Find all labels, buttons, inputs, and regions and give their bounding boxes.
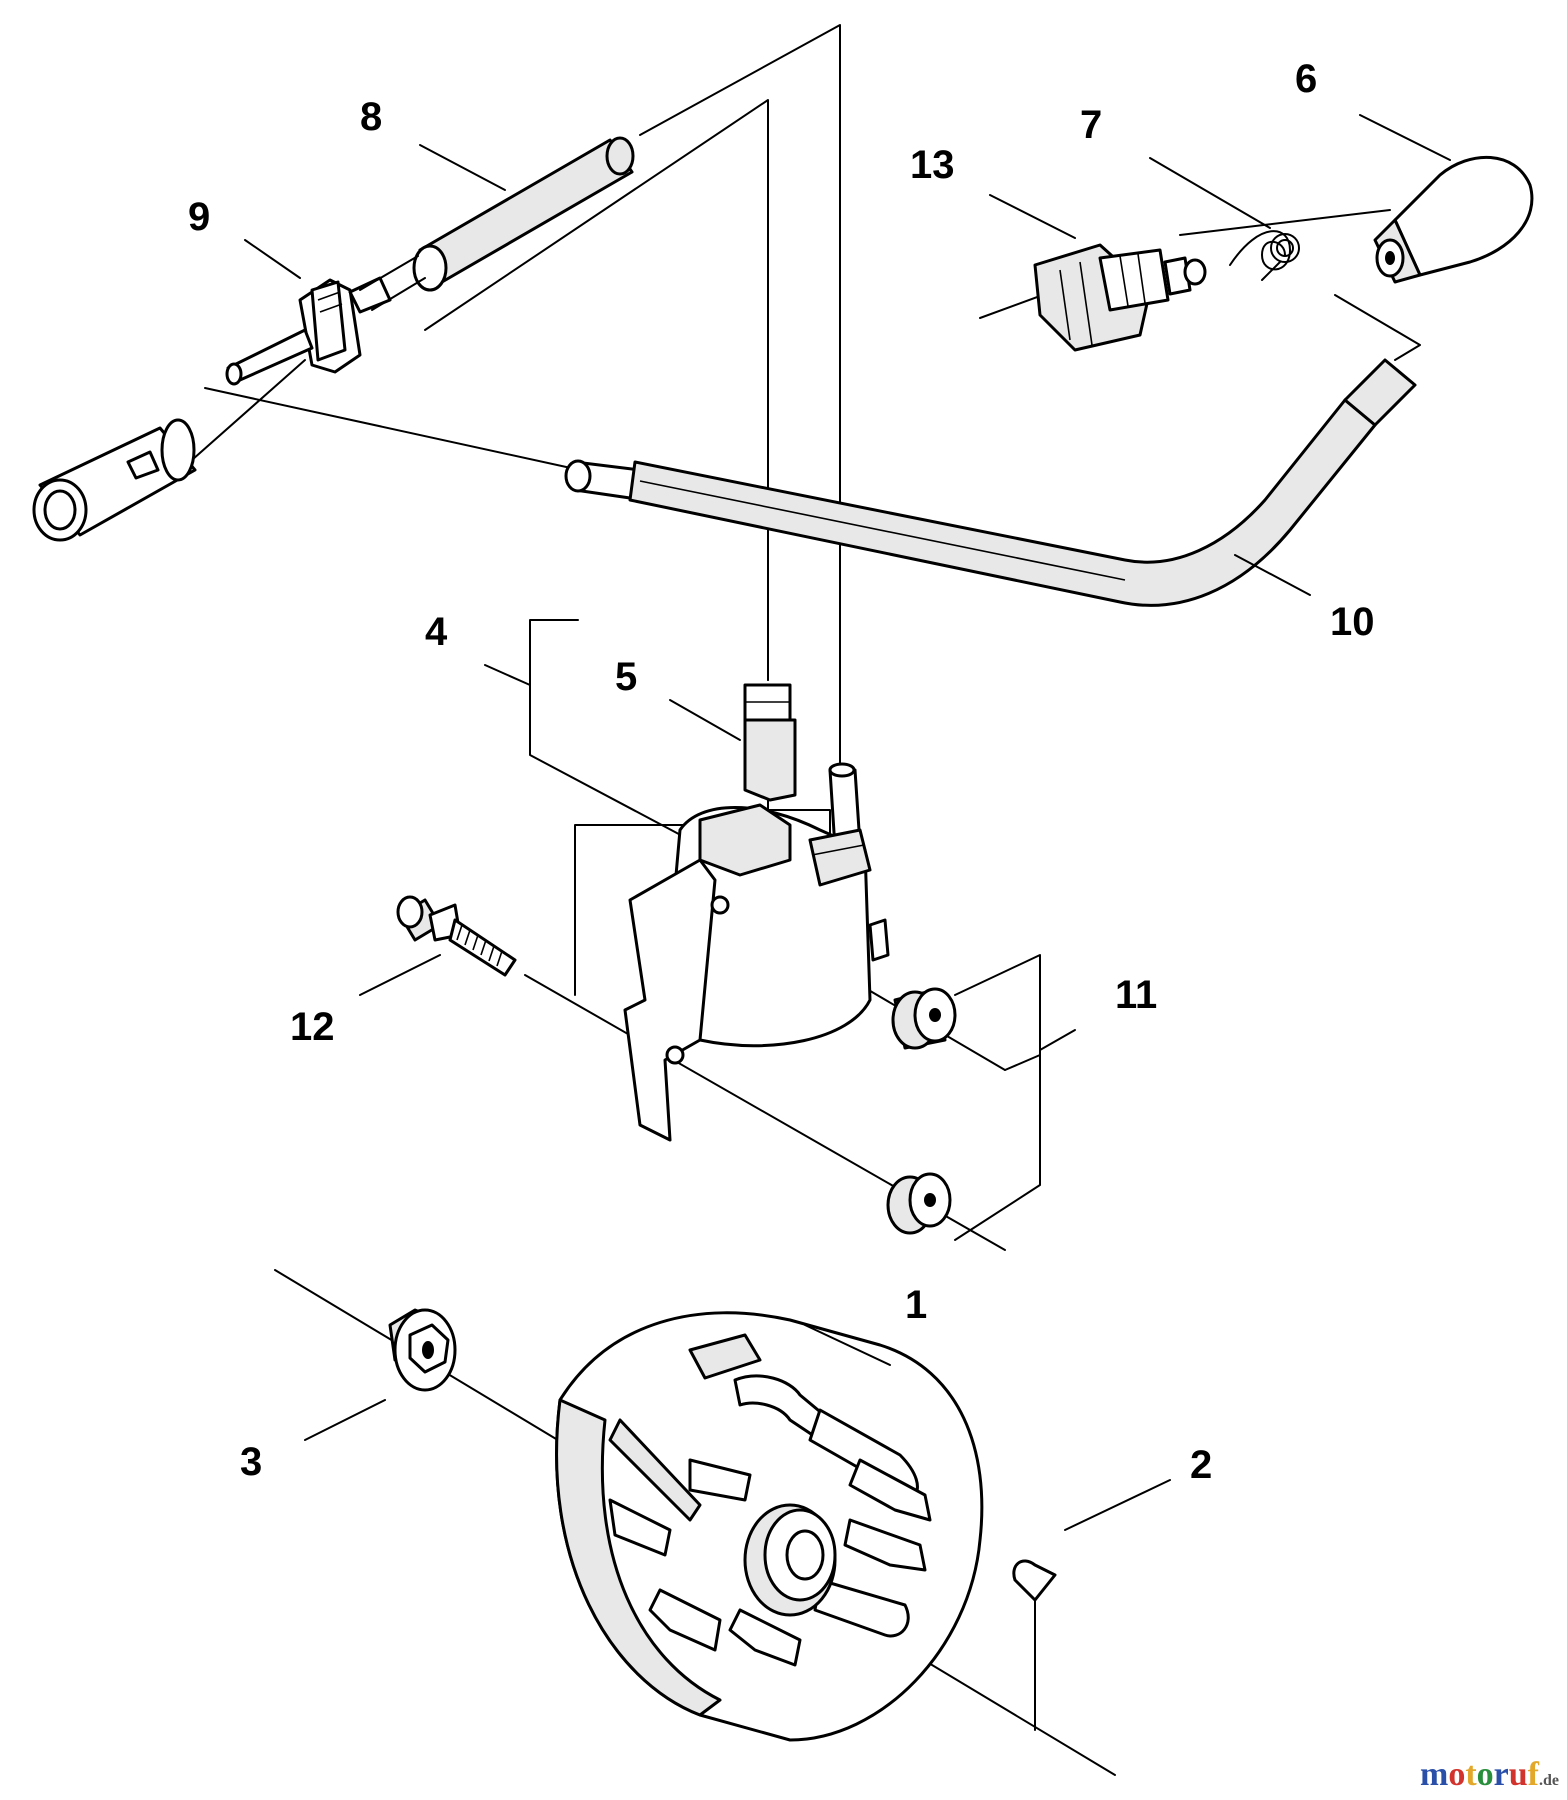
watermark-letter: u: [1508, 1756, 1528, 1793]
part-4-ignition-coil: [623, 762, 890, 1142]
callout-6: 6: [1295, 57, 1317, 101]
callouts: 1 2 3 4 5 6 7 8 9 10 11 12 13: [188, 57, 1375, 1487]
callout-11: 11: [1115, 973, 1157, 1017]
part-11-spacer-upper: [891, 987, 957, 1050]
callout-10: 10: [1330, 600, 1375, 644]
plug-cap-connector: [32, 359, 306, 542]
part-6-plug-cap: [1373, 155, 1534, 284]
callout-13: 13: [910, 143, 955, 187]
part-7-spring: [1229, 230, 1300, 281]
callout-3: 3: [240, 1440, 262, 1484]
part-12-bolt: [396, 895, 517, 977]
callout-4: 4: [425, 610, 448, 654]
watermark-letter: o: [1476, 1756, 1494, 1793]
callout-1: 1: [905, 1283, 927, 1327]
watermark-letter: m: [1420, 1756, 1449, 1793]
watermark-letter: r: [1493, 1756, 1509, 1793]
watermark-logo: motoruf.de: [1420, 1756, 1559, 1794]
part-1-flywheel: [555, 1311, 984, 1742]
part-2-key: [1012, 1559, 1057, 1602]
callout-9: 9: [188, 195, 210, 239]
callout-5: 5: [615, 655, 637, 699]
watermark-letter: t: [1465, 1756, 1477, 1793]
part-13-spark-plug: [1033, 243, 1207, 352]
leader-lines: [244, 114, 1451, 1531]
watermark-suffix: .de: [1539, 1772, 1559, 1789]
part-9-grommet: [225, 276, 392, 386]
part-3-nut: [388, 1308, 457, 1392]
callout-7: 7: [1080, 103, 1102, 147]
part-11-spacer-lower: [886, 1172, 952, 1235]
watermark-letter: f: [1527, 1756, 1539, 1793]
callout-8: 8: [360, 95, 382, 139]
part-8-sleeve: [359, 136, 635, 311]
part-5-connector: [743, 599, 797, 802]
part-10-lead: [564, 358, 1417, 607]
callout-2: 2: [1190, 1443, 1212, 1487]
watermark-text: motoruf: [1420, 1756, 1539, 1793]
watermark-letter: o: [1448, 1756, 1466, 1793]
callout-12: 12: [290, 1005, 335, 1049]
